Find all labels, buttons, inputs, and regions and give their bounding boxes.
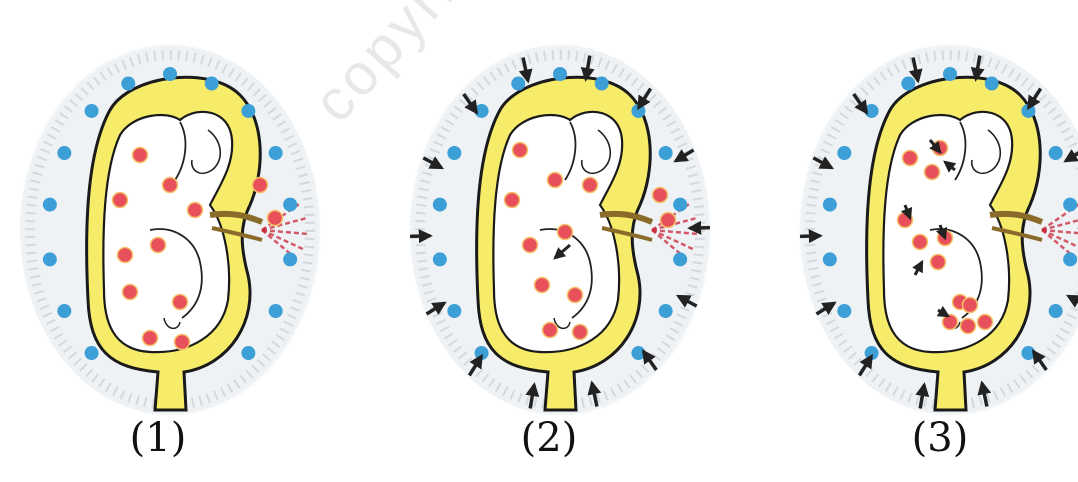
- red-dot: [163, 178, 178, 193]
- blue-dot: [269, 146, 283, 160]
- red-dot: [118, 248, 133, 263]
- red-dot: [175, 335, 190, 350]
- red-dot: [653, 188, 668, 203]
- blue-dot: [283, 198, 297, 212]
- blue-dot: [43, 252, 57, 266]
- blue-dot: [283, 252, 297, 266]
- blue-dot: [57, 304, 71, 318]
- blue-dot: [511, 77, 525, 91]
- red-dot: [535, 278, 550, 293]
- panel-label-2: (2): [489, 418, 609, 458]
- red-dot: [961, 319, 976, 334]
- blue-dot: [447, 146, 461, 160]
- red-dot: [268, 211, 283, 226]
- blue-dot: [269, 304, 283, 318]
- blue-dot: [1063, 252, 1077, 266]
- blue-dot: [85, 104, 99, 118]
- red-dot: [173, 295, 188, 310]
- blue-dot: [1063, 198, 1077, 212]
- blue-dot: [943, 67, 957, 81]
- panel-label-1: (1): [98, 418, 218, 458]
- blue-dot: [985, 77, 999, 91]
- blue-dot: [837, 304, 851, 318]
- red-dot: [543, 323, 558, 338]
- blue-dot: [241, 346, 255, 360]
- blue-dot: [659, 304, 673, 318]
- red-dot: [188, 203, 203, 218]
- arrow: [690, 228, 710, 229]
- blue-dot: [43, 198, 57, 212]
- blue-dot: [85, 346, 99, 360]
- red-dot: [583, 178, 598, 193]
- red-dot: [573, 325, 588, 340]
- panel-label-3: (3): [880, 418, 1000, 458]
- red-dot: [931, 255, 946, 270]
- red-dot: [568, 288, 583, 303]
- arrow: [410, 236, 430, 237]
- blue-dot: [121, 77, 135, 91]
- red-dot: [151, 238, 166, 253]
- blue-dot: [163, 67, 177, 81]
- blue-dot: [673, 198, 687, 212]
- red-dot: [523, 238, 538, 253]
- red-dot: [903, 151, 918, 166]
- red-dot: [123, 285, 138, 300]
- blue-dot: [1049, 146, 1063, 160]
- panel-1: [20, 45, 320, 415]
- red-dot: [253, 178, 268, 193]
- panel-3: [800, 45, 1078, 415]
- blue-dot: [673, 252, 687, 266]
- red-dot: [913, 235, 928, 250]
- blue-dot: [241, 104, 255, 118]
- red-dot: [978, 315, 993, 330]
- red-dot: [943, 315, 958, 330]
- blue-dot: [1049, 304, 1063, 318]
- blue-dot: [57, 146, 71, 160]
- blue-dot: [433, 252, 447, 266]
- red-dot: [963, 298, 978, 313]
- red-dot: [113, 193, 128, 208]
- red-dot: [661, 213, 676, 228]
- red-dot: [558, 225, 573, 240]
- blue-dot: [659, 146, 673, 160]
- red-dot: [548, 173, 563, 188]
- blue-dot: [823, 252, 837, 266]
- blue-dot: [553, 67, 567, 81]
- red-dot: [925, 165, 940, 180]
- blue-dot: [595, 77, 609, 91]
- blue-dot: [823, 198, 837, 212]
- red-dot: [513, 143, 528, 158]
- blue-dot: [901, 77, 915, 91]
- blue-dot: [205, 77, 219, 91]
- red-dot: [133, 148, 148, 163]
- red-dot: [505, 193, 520, 208]
- blue-dot: [433, 198, 447, 212]
- arrow: [800, 236, 820, 237]
- embryo-body: [103, 112, 232, 352]
- red-dot: [143, 331, 158, 346]
- blue-dot: [837, 146, 851, 160]
- blue-dot: [447, 304, 461, 318]
- panel-2: [410, 45, 710, 415]
